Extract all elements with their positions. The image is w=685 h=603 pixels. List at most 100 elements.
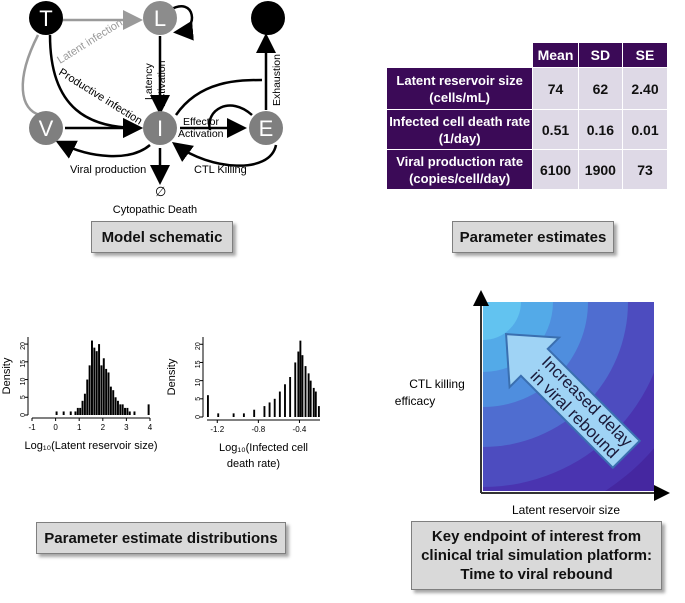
effector-activation-label: Activation	[178, 128, 224, 140]
y-tick-label: 0	[20, 413, 27, 417]
histogram-bar	[114, 397, 117, 415]
endpoint-caption-text: Key endpoint of interest from clinical t…	[421, 528, 652, 583]
histogram-bar	[207, 395, 209, 417]
histogram-bar	[86, 379, 89, 415]
distributions-caption: Parameter estimate distributions	[36, 522, 286, 554]
cell-mean: 6100	[532, 149, 579, 190]
y-tick-label: 20	[20, 342, 27, 350]
table-header-empty	[385, 42, 534, 68]
histogram-bar	[297, 351, 300, 417]
table-row: Viral production rate(copies/cell/day) 6…	[385, 149, 668, 190]
histogram-bar	[91, 340, 93, 415]
x-tick-label: 2	[101, 423, 106, 432]
svg-text:L: L	[154, 6, 166, 31]
x-tick-label: -1.2	[210, 425, 224, 434]
histogram-bar	[128, 411, 131, 415]
x-tick-label: 1	[77, 423, 82, 432]
histogram-bar	[299, 340, 302, 417]
histogram-bar	[278, 391, 281, 417]
histogram-bar	[273, 398, 276, 417]
x-axis-label: Log₁₀(Latent reservoir size)	[25, 440, 158, 452]
histogram-bar	[304, 366, 307, 417]
histogram-bar	[121, 404, 124, 415]
histogram-bar	[55, 411, 58, 415]
y-tick-label: 5	[195, 397, 202, 401]
parameter-estimates-caption: Parameter estimates	[452, 221, 614, 253]
histogram-bar	[116, 400, 119, 415]
i-to-exhaustion-curve	[174, 78, 263, 116]
t-to-v-gray-curve	[21, 34, 41, 117]
cell-mean: 0.51	[532, 109, 579, 150]
histogram-bar	[79, 407, 82, 415]
histogram-bar	[284, 384, 286, 417]
cell-se: 0.01	[622, 109, 668, 150]
histogram-bar	[133, 411, 136, 415]
latency-label: Latency	[143, 62, 155, 100]
cytopathic-death-label: Cytopathic Death	[113, 204, 197, 216]
latency-activation-label: Activation	[156, 60, 168, 106]
histogram-bar	[217, 413, 220, 417]
svg-text:T: T	[39, 6, 52, 31]
row-label: Latent reservoir size(cells/mL)	[385, 67, 534, 110]
histogram-bar	[312, 387, 315, 417]
histogram-bar	[294, 362, 297, 417]
null-symbol: ∅	[155, 184, 166, 199]
viral-production-label: Viral production	[70, 164, 146, 176]
cell-se: 73	[622, 149, 668, 190]
heatmap-y-label-1: CTL killing	[409, 377, 465, 391]
x-tick-label: -0.8	[251, 425, 265, 434]
model-schematic-caption: Model schematic	[91, 221, 233, 253]
row-label: Infected cell death rate(1/day)	[385, 109, 534, 150]
histogram-bar	[76, 407, 79, 415]
histogram-bar	[309, 380, 312, 417]
histogram-bar	[253, 409, 256, 417]
histogram-bar	[102, 358, 105, 415]
y-axis-label: Density	[1, 357, 13, 394]
histogram-bar	[289, 377, 292, 417]
distributions-caption-text: Parameter estimate distributions	[44, 529, 278, 547]
parameter-estimates-caption-text: Parameter estimates	[459, 228, 607, 246]
histogram-bar	[81, 400, 84, 415]
histogram-bar	[109, 386, 112, 415]
histogram-bar	[107, 372, 110, 415]
histogram-bar	[119, 404, 122, 415]
x-tick-label: -1	[28, 423, 36, 432]
effector-self-loop	[208, 104, 253, 131]
model-schematic-diagram: T L V I E Latent infection Productive in…	[21, 1, 285, 216]
node-e: E	[249, 111, 283, 145]
node-v: V	[29, 111, 63, 145]
x-tick-label: 3	[124, 423, 129, 432]
svg-text:E: E	[259, 116, 274, 141]
histogram-bar	[242, 413, 245, 417]
histogram-bar	[95, 351, 98, 415]
histogram-bar	[301, 355, 304, 417]
productive-infection-label: Productive infection	[56, 66, 144, 127]
node-l: L	[143, 1, 177, 35]
infected-cell-death-rate-histogram: -1.2-0.8-0.405101520DensityLog₁₀(Infecte…	[166, 337, 320, 470]
viral-production-arrow	[55, 140, 151, 159]
ctl-killing-arrow	[171, 142, 278, 167]
y-tick-label: 20	[195, 342, 202, 350]
histogram-bar	[100, 365, 103, 415]
cell-sd: 62	[577, 67, 624, 110]
table-header-se: SE	[622, 42, 668, 68]
svg-text:I: I	[157, 116, 163, 141]
histogram-bar	[74, 411, 77, 415]
node-exhausted	[251, 1, 285, 35]
table-header-mean: Mean	[532, 42, 579, 68]
effector-label: Effector	[183, 116, 219, 128]
model-schematic-caption-text: Model schematic	[101, 228, 223, 246]
histogram-bar	[69, 411, 72, 415]
histogram-bar	[232, 413, 235, 417]
parameter-estimates-table: Mean SD SE Latent reservoir size(cells/m…	[385, 42, 668, 190]
x-tick-label: 4	[148, 423, 153, 432]
histogram-bar	[98, 344, 101, 415]
x-tick-label: 0	[53, 423, 58, 432]
table-row: Latent reservoir size(cells/mL) 74 62 2.…	[385, 67, 668, 110]
histogram-bar	[126, 407, 129, 415]
node-i: I	[143, 111, 177, 145]
cell-mean: 74	[532, 67, 579, 110]
cell-sd: 0.16	[577, 109, 624, 150]
endpoint-caption: Key endpoint of interest from clinical t…	[411, 521, 662, 590]
